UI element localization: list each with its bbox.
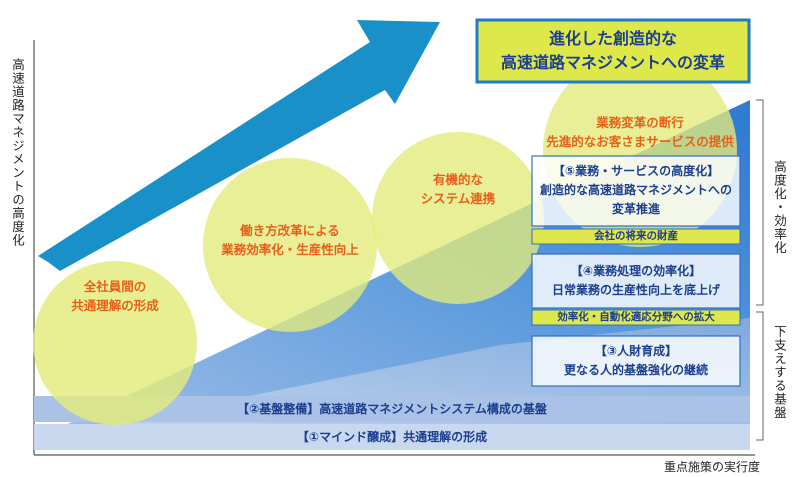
goal-line1: 進化した創造的な: [548, 29, 677, 48]
circle-2-line1: 働き方改革による: [240, 223, 340, 238]
box-advancement: [531, 155, 741, 227]
bracket-upper-label: 高度化・効率化: [772, 160, 787, 255]
box-hr-body: 更なる人的基盤強化の継続: [563, 363, 708, 377]
circle-2-line2: 業務効率化・生産性向上: [221, 242, 359, 257]
mind-layer-band: [34, 424, 750, 450]
caption-advancement: [531, 228, 741, 245]
y-axis-label: 高速道路マネジメントの高度化: [10, 58, 25, 247]
box-hr: [531, 335, 741, 387]
circle-3-line1: 有機的な: [432, 172, 483, 187]
goal-text: 進化した創造的な 高速道路マネジメントへの変革: [477, 27, 749, 75]
goal-box: [475, 18, 751, 84]
circle-2-text: 働き方改革による 業務効率化・生産性向上: [205, 221, 375, 259]
box-advancement-text: 【⑤業務・サービスの高度化】 創造的な高速道路マネジメントへの 変革推進: [532, 162, 740, 219]
caption-efficiency: [531, 309, 741, 326]
circle-3: [372, 132, 544, 304]
box-hr-title: 【③人財育成】: [594, 344, 678, 358]
box-hr-text: 【③人財育成】 更なる人的基盤強化の継続: [532, 342, 740, 380]
bracket-lower-label: 下支えする基盤: [772, 325, 787, 420]
circle-1-line2: 共通理解の形成: [71, 298, 159, 313]
circle-3-line2: システム連携: [420, 191, 496, 206]
box-advancement-title: 【⑤業務・サービスの高度化】: [552, 164, 720, 178]
goal-line2: 高速道路マネジメントへの変革: [500, 53, 725, 72]
box-advancement-body2: 変革推進: [611, 202, 660, 216]
caption-advancement-text: 会社の将来の財産: [594, 230, 678, 242]
circle-1-text: 全社員間の 共通理解の形成: [45, 277, 185, 315]
circle-4-text: 業務変革の断行 先進的なお客さまサービスの提供: [540, 113, 740, 151]
circle-4-line1: 業務変革の断行: [596, 115, 684, 130]
circle-1: [33, 261, 197, 425]
bracket-lower: [756, 311, 764, 441]
box-efficiency: [531, 253, 741, 309]
x-axis-label: 重点施策の実行度: [663, 460, 760, 474]
box-efficiency-text: 【④業務処理の効率化】 日常業務の生産性向上を底上げ: [532, 262, 740, 300]
mind-layer-text: 【①マインド醸成】共通理解の形成: [296, 430, 488, 444]
circle-1-line1: 全社員間の: [83, 279, 147, 294]
caption-efficiency-text: 効率化・自動化適応分野への拡大: [557, 311, 715, 323]
circle-3-text: 有機的な システム連携: [398, 170, 518, 208]
box-advancement-body1: 創造的な高速道路マネジメントへの: [539, 183, 732, 197]
circle-2: [203, 158, 377, 332]
big-arrow-icon: [38, 20, 440, 271]
bracket-upper: [756, 99, 764, 306]
box-efficiency-body: 日常業務の生産性向上を底上げ: [551, 283, 720, 297]
box-efficiency-title: 【④業務処理の効率化】: [570, 264, 702, 278]
infra-layer-text: 【②基盤整備】高速道路マネジメントシステム構成の基盤: [237, 402, 547, 416]
circle-4-line2: 先進的なお客さまサービスの提供: [546, 134, 734, 149]
